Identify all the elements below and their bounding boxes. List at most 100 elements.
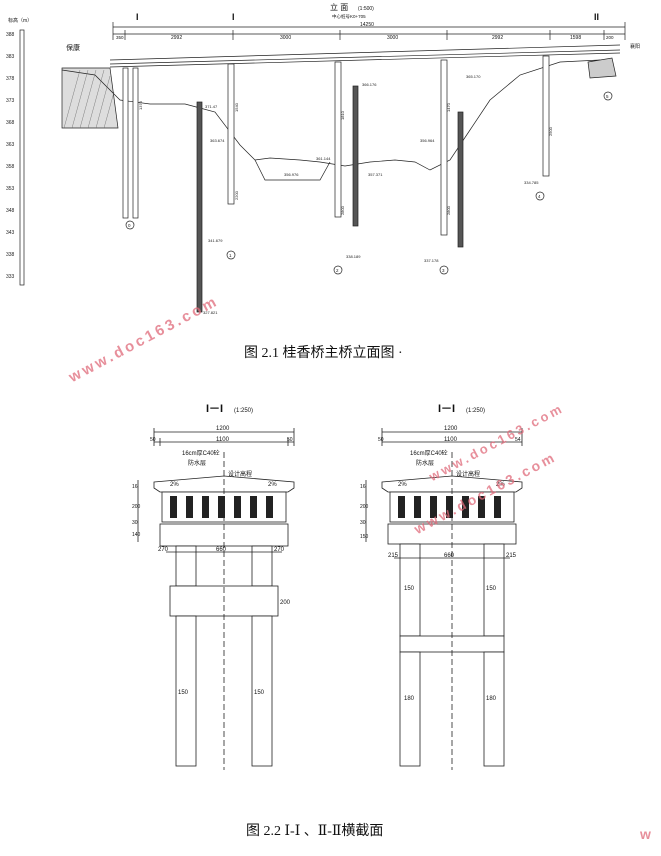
- depth-value-labels: 1540 1810 2200 2800 2500 1470 2800 1370: [138, 100, 553, 215]
- svg-text:270: 270: [274, 547, 285, 553]
- left-girder-cells: [170, 496, 273, 518]
- svg-text:200: 200: [360, 504, 369, 510]
- svg-text:2%: 2%: [170, 482, 179, 488]
- svg-text:54: 54: [515, 437, 521, 443]
- pier-3-column: [440, 59, 448, 236]
- total-span-label: 14250: [360, 22, 374, 28]
- pier-number-texts: 0 1 2 3 4 5: [128, 94, 609, 273]
- pier-number-4: [535, 191, 545, 201]
- right-pavement-label: 16cm厚C40砼: [410, 449, 448, 457]
- section-mark-right: II: [594, 12, 599, 22]
- left-tie-beam-height: 200: [280, 600, 291, 606]
- svg-text:150: 150: [404, 586, 415, 592]
- svg-text:0: 0: [128, 223, 131, 228]
- right-waterproof-label: 防水层: [416, 459, 434, 467]
- svg-text:50: 50: [378, 437, 384, 443]
- svg-text:343: 343: [6, 230, 15, 236]
- left-design-elev-label: 设计高程: [228, 470, 252, 478]
- svg-text:2%: 2%: [398, 482, 407, 488]
- pier-4-column: [542, 55, 550, 177]
- borehole-2: [352, 85, 359, 227]
- svg-text:358: 358: [6, 164, 15, 170]
- section-mark-mid: I: [232, 12, 235, 22]
- svg-text:270: 270: [158, 547, 169, 553]
- right-girder-cells: [398, 496, 501, 518]
- svg-text:334.785: 334.785: [524, 180, 539, 185]
- borehole-3: [457, 111, 464, 248]
- right-pile-1: [399, 651, 421, 767]
- elevation-scale: (1:500): [358, 6, 374, 12]
- deck-bottom-line: [109, 49, 621, 65]
- svg-text:357.371: 357.371: [368, 172, 383, 177]
- direction-right-label: 襄阳: [630, 43, 640, 50]
- svg-text:660: 660: [444, 553, 455, 559]
- svg-text:180: 180: [486, 696, 497, 702]
- svg-text:333: 333: [6, 274, 15, 280]
- svg-text:2%: 2%: [496, 482, 505, 488]
- svg-text:30: 30: [360, 520, 366, 526]
- pier-0-pile: [122, 67, 129, 219]
- svg-text:361.144: 361.144: [316, 156, 331, 161]
- left-pile-1: [175, 615, 197, 767]
- borehole-1: [196, 101, 203, 313]
- svg-text:2800: 2800: [340, 205, 345, 215]
- svg-text:366.176: 366.176: [362, 82, 377, 87]
- right-abutment: [587, 57, 617, 79]
- pier-number-3: [439, 265, 449, 275]
- pier-number-2: [333, 265, 343, 275]
- svg-text:5: 5: [606, 94, 609, 99]
- svg-text:50: 50: [150, 437, 156, 443]
- svg-text:1470: 1470: [446, 102, 451, 112]
- svg-text:348: 348: [6, 208, 15, 214]
- svg-text:2%: 2%: [268, 482, 277, 488]
- svg-text:1: 1: [229, 253, 232, 258]
- svg-text:16: 16: [360, 484, 366, 490]
- svg-text:660: 660: [216, 547, 227, 553]
- left-pile-2: [251, 615, 273, 767]
- elev-axis-label: 标高（m）: [8, 17, 32, 24]
- svg-text:363.674: 363.674: [210, 138, 225, 143]
- svg-text:2: 2: [336, 268, 339, 273]
- left-section-scale: (1:250): [234, 408, 253, 414]
- svg-text:16: 16: [132, 484, 138, 490]
- watermark-4: w: [640, 826, 654, 842]
- svg-text:363: 363: [6, 142, 15, 148]
- elevation-subtitle: 中心桩号K0+705: [332, 13, 366, 20]
- elevation-title: 立 面: [330, 2, 348, 12]
- svg-text:150: 150: [360, 534, 369, 540]
- deck-top-line: [109, 44, 621, 61]
- pier-number-1: [226, 250, 236, 260]
- left-deck-width: 1100: [216, 437, 230, 443]
- right-design-elev-label: 设计高程: [456, 470, 480, 478]
- right-pile-2: [483, 651, 505, 767]
- svg-text:388: 388: [6, 32, 15, 38]
- right-section-scale: (1:250): [466, 408, 485, 414]
- svg-text:2800: 2800: [446, 205, 451, 215]
- svg-text:2200: 2200: [234, 190, 239, 200]
- cross-section-left: I－I (1:250) 1200 1100 50 50 16cm厚C40砼 防水…: [132, 403, 295, 770]
- bottom-elevation-labels: 341.679 338.189 337.178 334.785 327.821: [203, 180, 539, 315]
- left-waterproof-label: 防水层: [188, 459, 206, 467]
- svg-text:373: 373: [6, 98, 15, 104]
- svg-text:337.178: 337.178: [424, 258, 439, 263]
- svg-text:4: 4: [538, 194, 541, 199]
- figure-2-1-caption: 图 2.1 桂香桥主桥立面图 ·: [244, 346, 403, 361]
- elevation-value-labels: 371.47 363.674 356.976 361.144 357.371 3…: [205, 74, 481, 177]
- svg-text:1810: 1810: [340, 110, 345, 120]
- span-label-3: 3000: [387, 35, 398, 41]
- river-channel: [254, 159, 331, 181]
- svg-text:350: 350: [116, 35, 124, 40]
- svg-text:180: 180: [404, 696, 415, 702]
- span-label-5: 1598: [570, 35, 581, 41]
- svg-text:378: 378: [6, 76, 15, 82]
- pier-number-5: [603, 91, 613, 101]
- svg-text:338: 338: [6, 252, 15, 258]
- right-deck-width: 1100: [444, 437, 458, 443]
- elev-tick-labels: 388 383 378 373 368 363 358 353 348 343 …: [6, 32, 15, 280]
- svg-text:200: 200: [132, 504, 141, 510]
- svg-text:338.189: 338.189: [346, 254, 361, 259]
- svg-text:365.170: 365.170: [466, 74, 481, 79]
- right-overall-width: 1200: [444, 426, 458, 432]
- svg-text:50: 50: [287, 437, 293, 443]
- svg-text:140: 140: [132, 532, 141, 538]
